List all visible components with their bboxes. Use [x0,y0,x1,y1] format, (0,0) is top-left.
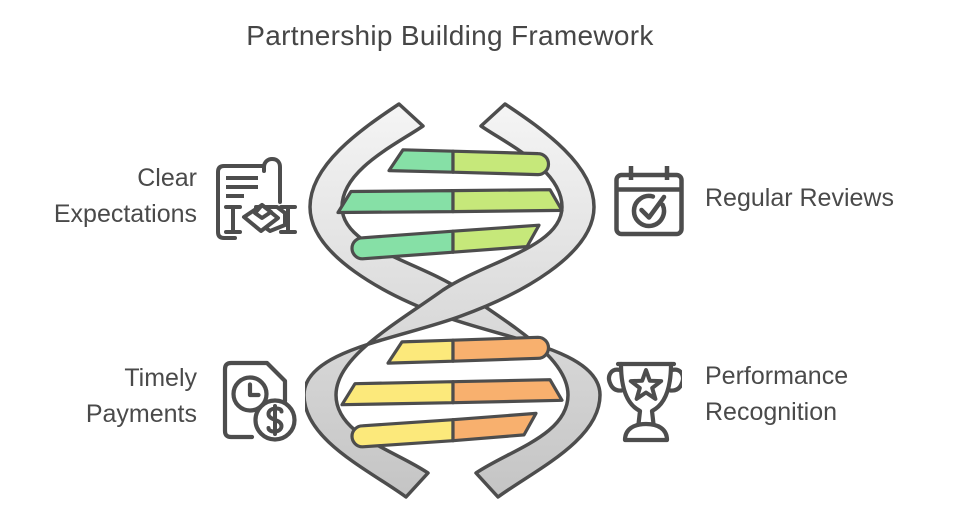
dna-helix-graphic [305,95,605,515]
dna-rung [336,188,564,215]
calendar-binding-posts [628,166,670,180]
scroll-body [216,164,266,240]
handshake-right-cuff [279,205,297,234]
rung-right-half [451,411,538,443]
dna-strand-right [305,102,596,499]
clock-face [231,375,269,413]
dna-rungs-top [336,148,564,261]
page-title: Partnership Building Framework [246,20,654,51]
trophy-cup-right [649,361,674,427]
scroll-curl [262,157,282,204]
rung-right-half [451,223,541,254]
dna-rung [350,223,541,261]
dna-rung [386,335,551,365]
label-line: Payments [85,400,197,428]
label-clear-expectations: Clear Expectations [54,160,197,232]
rung-left-half [350,418,455,449]
label-line: Timely [124,364,197,392]
calendar-check-icon [611,162,687,240]
handshake-thumb [253,203,273,220]
handshake-left-cuff [224,205,242,234]
rung-left-half [340,380,455,407]
rung-left-half [336,189,455,215]
trophy-cup-left [618,361,643,427]
label-line: Clear [137,164,197,192]
invoice-document [222,360,288,440]
label-line: Performance [705,362,849,390]
calendar-body [614,172,684,237]
label-regular-reviews: Regular Reviews [705,180,894,216]
rung-right-half [451,335,551,363]
dna-helix-icon [305,102,602,499]
label-line: Expectations [53,200,197,228]
contract-handshake-icon [213,155,297,241]
trophy-star-icon [606,353,682,443]
label-performance-recognition: Performance Recognition [705,358,848,430]
trophy-handle-left [606,367,624,393]
dollar-sign [266,404,284,436]
rung-right-half [451,188,564,214]
trophy-base [622,421,670,443]
rung-right-half [451,149,551,177]
label-line: Regular Reviews [705,184,894,212]
label-timely-payments: Timely Payments [86,360,197,432]
rung-left-half [386,338,455,365]
document-clock-dollar-icon [214,356,298,444]
document-text-lines [226,176,258,198]
rung-left-half [387,148,455,174]
dna-rungs-bottom [340,335,564,449]
dna-rung [350,411,538,449]
rung-right-half [451,378,564,405]
star-outline [628,368,664,401]
clock-hands [247,382,261,398]
trophy-handle-right [668,367,682,393]
check-circle [631,193,667,229]
check-mark [639,194,667,220]
dna-rung [340,378,564,407]
dna-rung [387,148,551,177]
rung-left-half [350,229,455,261]
label-line: Recognition [705,398,838,426]
